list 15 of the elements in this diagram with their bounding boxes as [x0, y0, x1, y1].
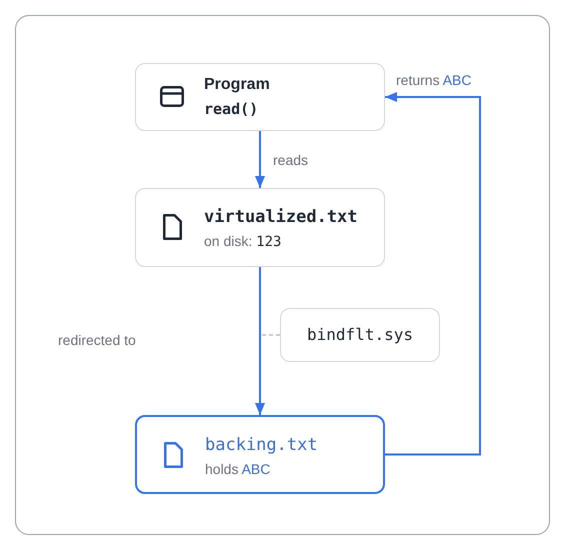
arrow — [254, 131, 266, 188]
node-subtitle: holds ABC — [205, 460, 270, 478]
dashed-connector — [261, 334, 280, 336]
file-box — [135, 188, 385, 267]
arrow — [254, 267, 266, 415]
node-title: Program — [204, 75, 270, 95]
driver-box — [280, 308, 440, 362]
file-box — [135, 415, 385, 494]
node-title: backing.txt — [205, 434, 318, 456]
node-title: bindflt.sys — [307, 324, 413, 346]
node-subtitle: read() — [204, 99, 258, 120]
arrow — [385, 92, 481, 456]
node-subtitle: on disk: 123 — [204, 232, 282, 252]
node-title: virtualized.txt — [204, 206, 358, 229]
program-box — [135, 63, 385, 131]
